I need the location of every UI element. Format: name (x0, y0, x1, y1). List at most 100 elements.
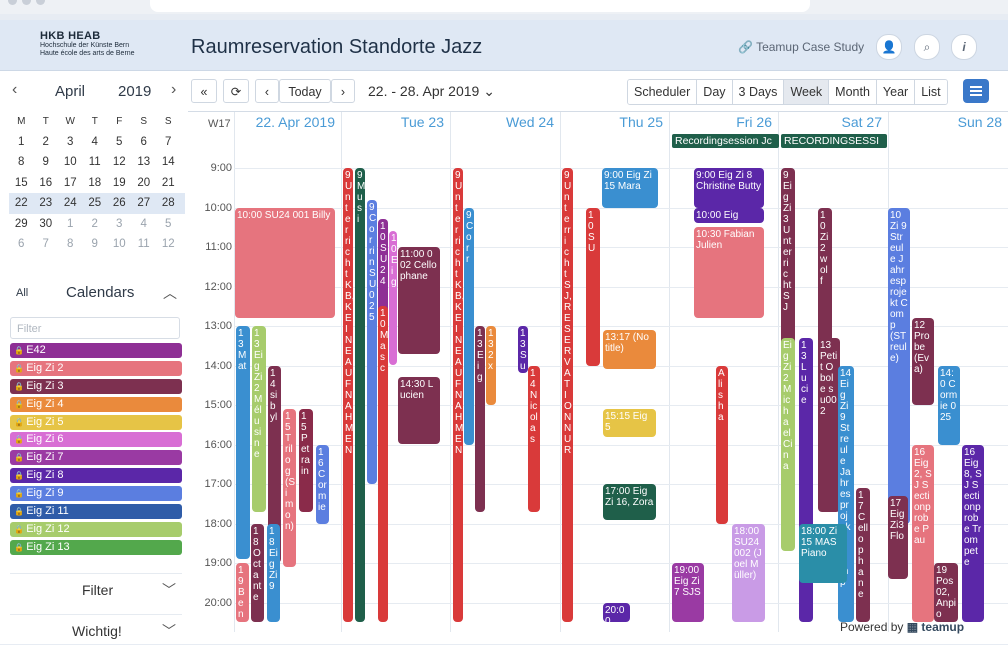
filter-section[interactable]: Filter ﹀ (10, 573, 182, 604)
mini-day[interactable]: 18 (88, 176, 102, 189)
day-header[interactable]: Wed 24 (506, 114, 554, 130)
mini-day[interactable]: 22 (14, 197, 28, 210)
mini-day[interactable]: 13 (137, 156, 151, 169)
calendar-event[interactable]: 9:00 Eig Zi 8 Christine Butty (694, 168, 764, 208)
mini-day[interactable]: 23 (39, 197, 53, 210)
mini-day[interactable]: 17 (63, 176, 77, 189)
mini-day[interactable]: 24 (63, 197, 77, 210)
mini-day[interactable]: 20 (137, 176, 151, 189)
next-week-button[interactable]: › (331, 79, 355, 103)
calendar-event[interactable]: 10:00 Eig (694, 207, 764, 224)
mini-day[interactable]: 11 (88, 156, 101, 169)
calendar-event[interactable]: 16 Cormie (316, 444, 329, 524)
mini-day[interactable]: 10 (112, 238, 126, 251)
mini-day[interactable]: 14 (161, 156, 175, 169)
calendar-event[interactable]: 10 Zi 2 wolf (818, 207, 832, 350)
calendar-event[interactable]: 13 Eig Zi 2 Mélusine (252, 326, 266, 512)
calendar-event[interactable]: 9 Unterricht KB, KEINE AUFNAHMEN (343, 168, 353, 623)
mini-day[interactable]: 2 (42, 135, 49, 148)
calendar-event[interactable]: 15 Petrain (299, 408, 313, 512)
calendar-event[interactable]: 9 Corr (464, 207, 474, 445)
view-button-list[interactable]: List (915, 80, 947, 104)
search-button[interactable]: ⌕ (914, 34, 940, 60)
calendar-item[interactable]: 🔒 Eig Zi 6 (10, 432, 182, 448)
calendar-item[interactable]: 🔒 Eig Zi 4 (10, 396, 182, 412)
day-header[interactable]: Tue 23 (400, 114, 444, 130)
calendar-event[interactable]: 10:00 SU24 001 Billy (235, 207, 335, 319)
day-header[interactable]: Thu 25 (619, 114, 663, 130)
calendar-item[interactable]: 🔒 Eig Zi 9 (10, 486, 182, 502)
calendar-event[interactable]: 9 Musi (355, 168, 365, 623)
mini-day[interactable]: 28 (161, 197, 175, 210)
calendar-item[interactable]: 🔒 Eig Zi 5 (10, 414, 182, 430)
powered-by[interactable]: Powered by ▦ teamup (840, 620, 964, 634)
allday-event[interactable]: RECORDINGSESSI (781, 134, 887, 148)
mini-day[interactable]: 7 (42, 238, 49, 251)
mini-day[interactable]: 7 (165, 135, 172, 148)
calendar-event[interactable]: 15 Trilog (Simon) (283, 408, 296, 567)
today-button[interactable]: Today (279, 79, 331, 103)
calendar-event[interactable]: 19 Ben (236, 563, 249, 623)
day-header[interactable]: 22. Apr 2019 (255, 114, 335, 130)
mini-day[interactable]: 11 (137, 238, 150, 251)
calendar-event[interactable]: 11:00 002 Cellophane (398, 247, 440, 354)
prev-week-button[interactable]: ‹ (255, 79, 279, 103)
calendar-event[interactable]: 20:00 (603, 602, 630, 623)
menu-button[interactable] (963, 79, 989, 103)
calendar-event[interactable]: 12 Probe (Eva) (912, 318, 934, 405)
allday-event[interactable]: Recordingsession Jc (672, 134, 779, 148)
mini-day[interactable]: 5 (116, 135, 123, 148)
info-button[interactable]: i (951, 34, 977, 60)
calendar-event[interactable]: 13:17 (No title) (603, 329, 656, 370)
prev-month-icon[interactable]: ‹ (12, 81, 18, 98)
calendar-event[interactable]: 17 Cellophane (856, 487, 870, 623)
mini-day[interactable]: 8 (18, 156, 25, 169)
collapse-icon[interactable]: ︿ (163, 285, 177, 301)
mini-day[interactable]: 26 (112, 197, 126, 210)
mini-day[interactable]: 12 (112, 156, 126, 169)
day-header[interactable]: Sat 27 (841, 114, 882, 130)
calendar-event[interactable]: 19 Pos 02, Anpio (934, 563, 958, 623)
calendar-item[interactable]: 🔒 Eig Zi 12 (10, 521, 182, 537)
view-button-week[interactable]: Week (784, 80, 830, 104)
calendar-event[interactable]: 10 Eig (389, 231, 397, 366)
mini-day[interactable]: 9 (42, 156, 49, 169)
calendar-event[interactable]: 14:30 Lucien (398, 377, 440, 445)
mini-day[interactable]: 19 (112, 176, 126, 189)
calendar-item[interactable]: 🔒 E42 (10, 343, 182, 358)
view-button-year[interactable]: Year (876, 80, 916, 104)
calendar-event[interactable]: 18 Eig Zi 9 (267, 523, 280, 623)
calendar-event[interactable]: 14 Nicolas (528, 365, 540, 512)
calendar-item[interactable]: 🔒 Eig Zi 8 (10, 468, 182, 484)
all-calendars-toggle[interactable]: All (16, 287, 29, 299)
mini-day[interactable]: 27 (137, 197, 151, 210)
wichtig-section[interactable]: Wichtig! ﹀ (10, 614, 182, 645)
calendar-event[interactable]: 18 Octante (251, 523, 264, 623)
calendar-event[interactable]: 14:0 Cormie 025 (938, 365, 960, 445)
mini-day[interactable]: 1 (18, 135, 25, 148)
view-button-3-days[interactable]: 3 Days (732, 80, 785, 104)
next-month-icon[interactable]: › (171, 81, 177, 98)
view-button-scheduler[interactable]: Scheduler (628, 80, 698, 104)
calendar-event[interactable]: 17 Eig Zi3 Flo (888, 495, 908, 579)
user-button[interactable]: 👤 (876, 34, 902, 60)
date-range-picker[interactable]: 22. - 28. Apr 2019 ⌄ (368, 83, 495, 100)
calendar-event[interactable]: Alisha (716, 365, 728, 524)
calendar-event[interactable]: 9 Unterricht SJ, RESERVATION NUR (562, 168, 573, 623)
mini-day[interactable]: 2 (91, 217, 98, 230)
calendar-event[interactable]: 10:30 Fabian Julien (694, 227, 764, 319)
mini-day[interactable]: 6 (140, 135, 147, 148)
refresh-button[interactable]: ⟳ (223, 79, 249, 103)
calendar-event[interactable]: 10 Zi 9 Streule Jahresprojekt Comp (STre… (888, 207, 910, 524)
mini-day[interactable]: 16 (39, 176, 53, 189)
calendar-filter-input[interactable]: Filter (10, 317, 180, 339)
calendar-event[interactable]: 18:00 SU24 002 (Joel Müller) (732, 523, 765, 623)
calendar-event[interactable]: 13 Petit Obole su002 (818, 337, 840, 512)
calendar-event[interactable]: 16 Eig 8, SJ Sectionprobe Trompete (962, 444, 984, 623)
mini-day[interactable]: 29 (14, 217, 28, 230)
calendar-event[interactable]: 13 2x (486, 326, 496, 405)
case-study-link[interactable]: 🔗 Teamup Case Study (738, 40, 864, 54)
address-bar[interactable] (150, 0, 810, 12)
mini-day[interactable]: 3 (67, 135, 74, 148)
mini-day[interactable]: 3 (116, 217, 123, 230)
